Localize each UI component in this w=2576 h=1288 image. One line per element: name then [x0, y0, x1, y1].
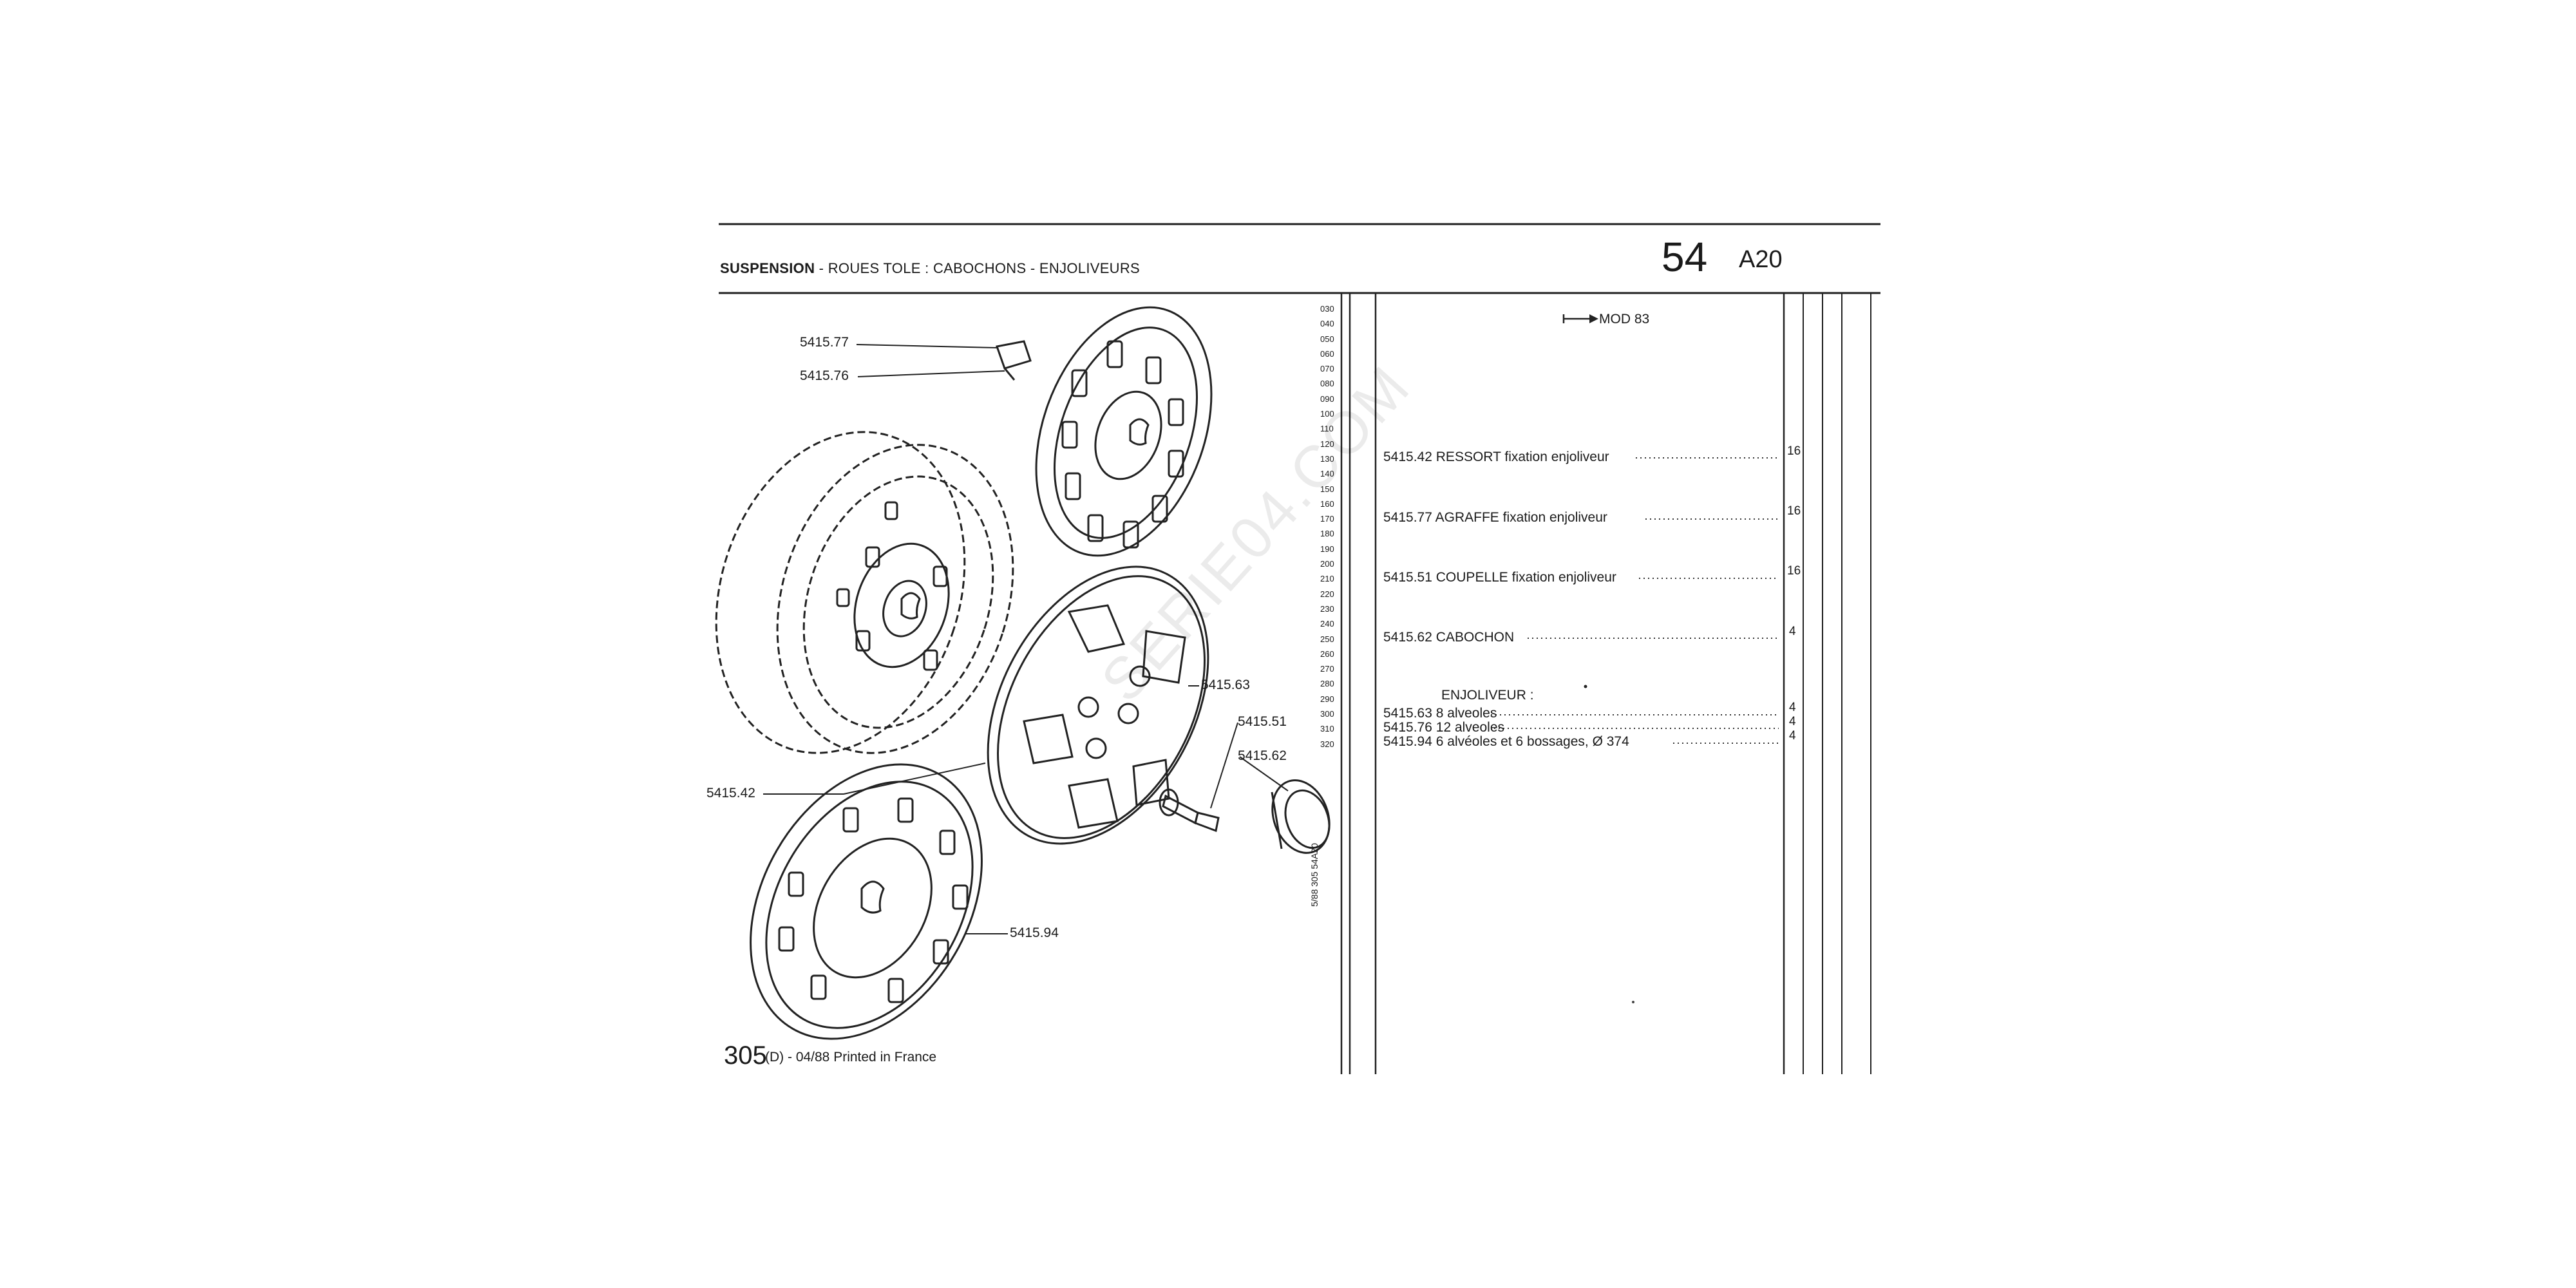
part-qty: 4 [1789, 715, 1796, 728]
page-number: 54 [1662, 234, 1708, 280]
hubcap-8-alveoles [987, 565, 1209, 845]
reference-number: 290 [1320, 694, 1334, 704]
part-row: 5415.94 6 alvéoles et 6 bossages, Ø 374 [1383, 734, 1629, 750]
hubcap-6-alveoles [750, 763, 983, 1040]
part-desc: 12 alveoles [1435, 720, 1505, 735]
wheel-illustration [715, 306, 1331, 1040]
reference-number: 260 [1320, 649, 1334, 659]
enjoliveur-heading: ENJOLIVEUR : [1441, 688, 1534, 703]
reference-number: 180 [1320, 529, 1334, 539]
part-desc: RESSORT fixation enjoliveur [1435, 450, 1609, 464]
part-row: 5415.42 RESSORT fixation enjoliveur [1383, 450, 1609, 465]
reference-number: 140 [1320, 469, 1334, 479]
dot-leaders [1491, 457, 1779, 744]
reference-number: 120 [1320, 439, 1334, 449]
reference-number: 310 [1320, 724, 1334, 734]
part-desc: COUPELLE fixation enjoliveur [1435, 570, 1616, 585]
bolt-part [1159, 788, 1220, 833]
part-desc: CABOCHON [1435, 630, 1515, 645]
clip-part [996, 340, 1032, 381]
hubcap-12-alveoles [1035, 306, 1213, 557]
reference-number: 200 [1320, 559, 1334, 569]
part-desc: 6 alvéoles et 6 bossages, Ø 374 [1435, 734, 1629, 749]
speck [1584, 685, 1587, 688]
mod-arrow-icon [1562, 314, 1598, 323]
reference-number: 100 [1320, 409, 1334, 419]
steel-wheel [715, 431, 1014, 754]
callout-label: 5415.77 [800, 335, 849, 350]
part-ref: 5415.77 [1383, 510, 1432, 525]
reference-number: 130 [1320, 453, 1334, 464]
reference-number: 050 [1320, 334, 1334, 344]
reference-number: 280 [1320, 679, 1334, 689]
reference-number-column: 030 040 050 060 070 080 090 100 110 120 130 140 150 1… [1320, 301, 1334, 752]
part-qty: 4 [1789, 701, 1796, 714]
reference-number: 320 [1320, 739, 1334, 749]
reference-number: 060 [1320, 348, 1334, 359]
part-ref: 5415.62 [1383, 630, 1432, 645]
part-qty: 4 [1789, 729, 1796, 743]
reference-number: 080 [1320, 379, 1334, 389]
part-row: 5415.51 COUPELLE fixation enjoliveur [1383, 570, 1616, 585]
reference-number: 160 [1320, 498, 1334, 509]
callout-label: 5415.76 [800, 368, 849, 383]
callout-label: 5415.51 [1238, 714, 1287, 729]
callout-label: 5415.42 [706, 786, 755, 800]
footer-model: 305 [724, 1041, 767, 1070]
part-row: 5415.63 8 alveoles [1383, 706, 1497, 721]
part-qty: 16 [1787, 564, 1801, 578]
reference-number: 190 [1320, 544, 1334, 554]
page-title: SUSPENSION - ROUES TOLE : CABOCHONS - EN… [720, 260, 1140, 277]
part-row: 5415.76 12 alveoles [1383, 720, 1504, 735]
page-code: A20 [1739, 246, 1783, 273]
reference-number: 150 [1320, 484, 1334, 494]
reference-number: 070 [1320, 364, 1334, 374]
part-qty: 16 [1787, 504, 1801, 518]
lion-logo-icon [860, 418, 1150, 914]
part-ref: 5415.51 [1383, 570, 1432, 585]
steel-wheel-hub [836, 501, 950, 671]
callout-label: 5415.94 [1010, 925, 1059, 940]
part-row: 5415.62 CABOCHON [1383, 630, 1514, 645]
reference-number: 270 [1320, 664, 1334, 674]
page-title-bold: SUSPENSION [720, 260, 815, 276]
mod-label: MOD 83 [1599, 312, 1650, 327]
page-title-rest: - ROUES TOLE : CABOCHONS - ENJOLIVEURS [815, 260, 1141, 276]
part-ref: 5415.42 [1383, 450, 1432, 464]
part-desc: 8 alveoles [1435, 706, 1497, 721]
reference-number: 250 [1320, 634, 1334, 644]
cabochon-part [1271, 779, 1331, 854]
part-qty: 4 [1789, 625, 1796, 638]
part-qty: 16 [1787, 444, 1801, 458]
part-ref: 5415.76 [1383, 720, 1432, 735]
part-ref: 5415.63 [1383, 706, 1432, 721]
reference-number: 210 [1320, 574, 1334, 584]
part-desc: AGRAFFE fixation enjoliveur [1435, 510, 1607, 525]
side-code: 5/88 305 54A20 [1309, 843, 1320, 907]
speck [1632, 1001, 1634, 1003]
callout-label: 5415.62 [1238, 748, 1287, 763]
reference-number: 300 [1320, 709, 1334, 719]
reference-number: 030 [1320, 304, 1334, 314]
reference-number: 040 [1320, 319, 1334, 329]
reference-number: 170 [1320, 514, 1334, 524]
reference-number: 110 [1320, 424, 1334, 434]
part-ref: 5415.94 [1383, 734, 1432, 749]
callout-leaders [763, 344, 1289, 934]
reference-number: 220 [1320, 589, 1334, 599]
reference-number: 240 [1320, 619, 1334, 629]
footer-print-info: (D) - 04/88 Printed in France [765, 1050, 937, 1065]
reference-number: 090 [1320, 393, 1334, 404]
reference-number: 230 [1320, 603, 1334, 614]
callout-label: 5415.63 [1201, 677, 1250, 692]
part-row: 5415.77 AGRAFFE fixation enjoliveur [1383, 510, 1607, 526]
